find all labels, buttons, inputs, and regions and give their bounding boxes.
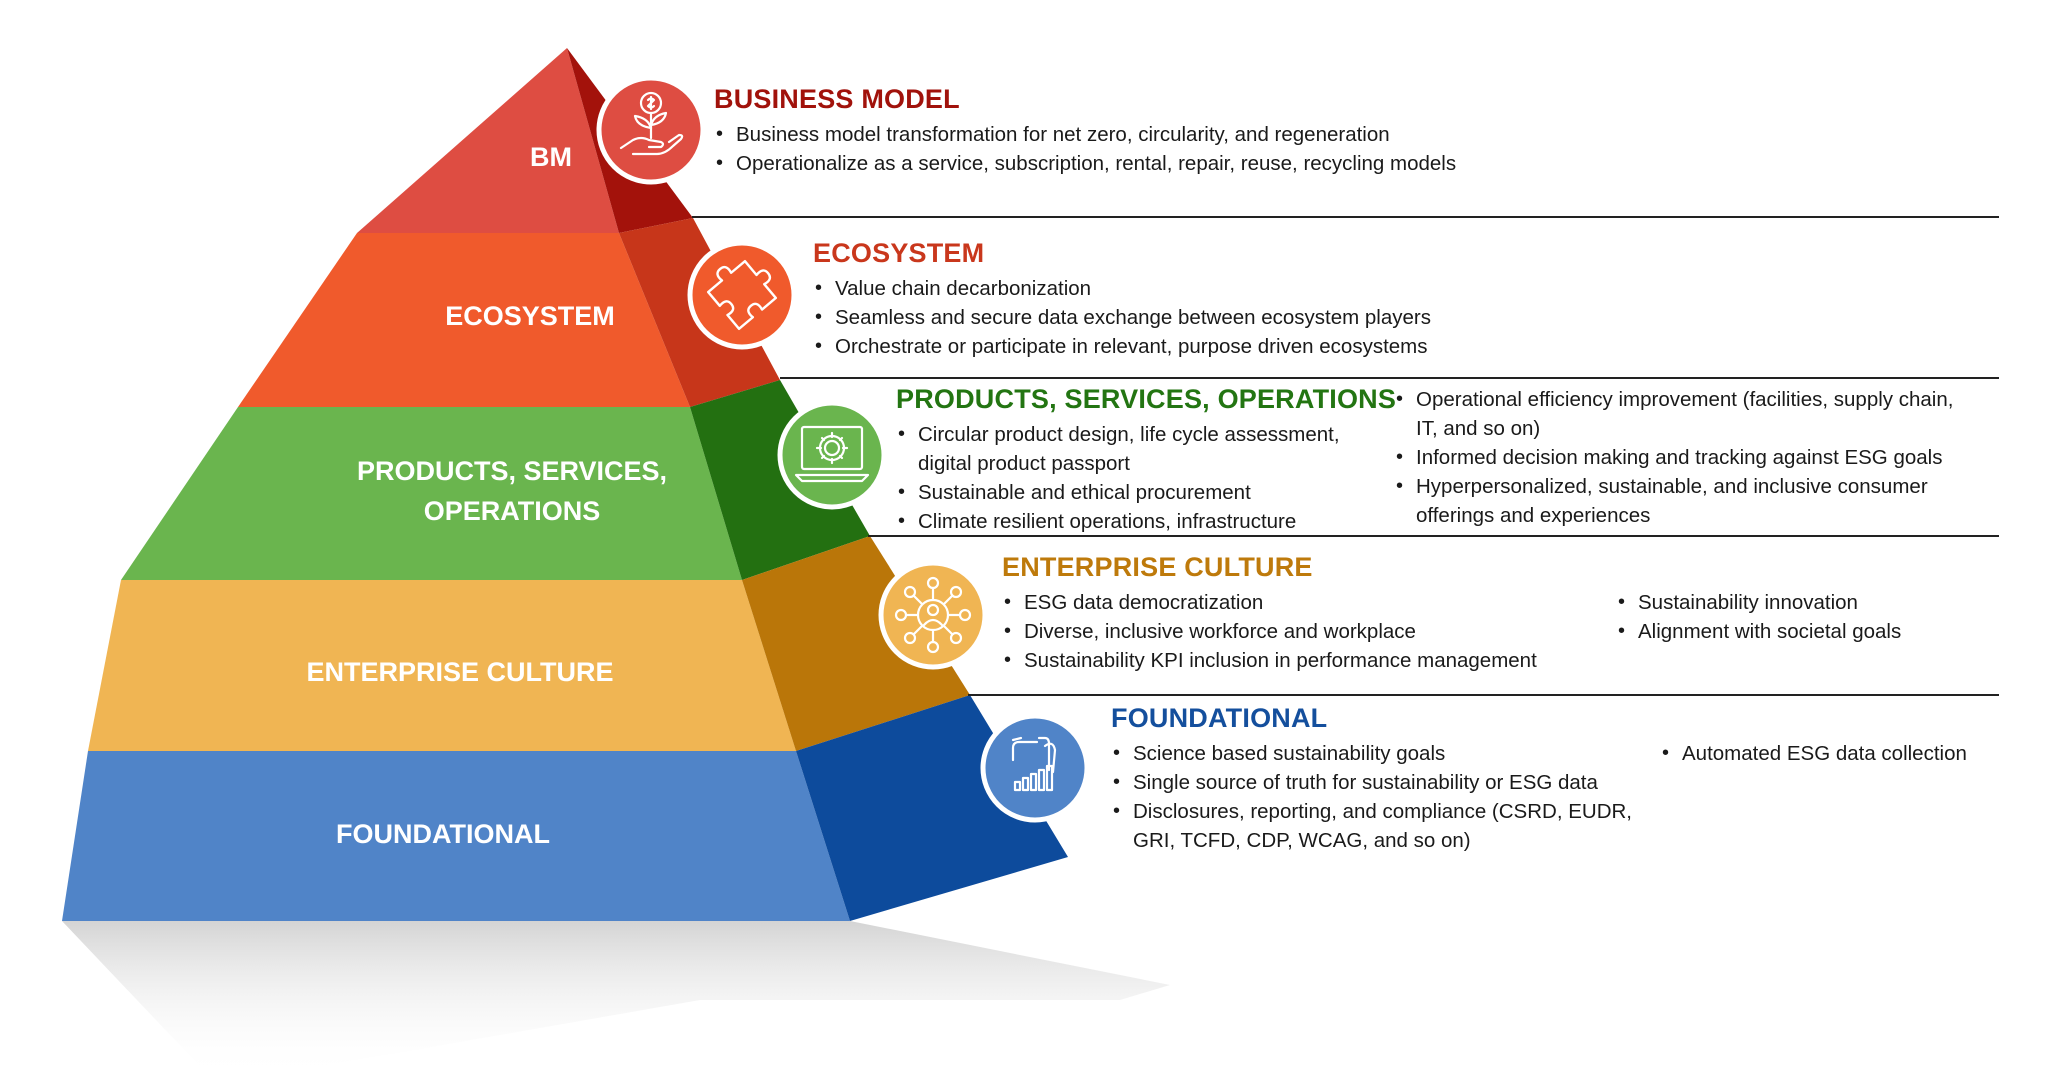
list-item: Sustainable and ethical procurement — [896, 478, 1376, 507]
bullet-list: Business model transformation for net ze… — [714, 120, 1974, 178]
bullet-list: Circular product design, life cycle asse… — [896, 420, 1376, 536]
tier-pso — [121, 380, 870, 580]
list-item: Climate resilient operations, infrastruc… — [896, 507, 1376, 536]
list-item: Operationalize as a service, subscriptio… — [714, 149, 1974, 178]
section-foundational: FOUNDATIONAL Science based sustainabilit… — [1111, 703, 1651, 855]
list-item: Automated ESG data collection — [1660, 739, 2000, 768]
list-item: Disclosures, reporting, and compliance (… — [1111, 797, 1653, 855]
divider-4 — [968, 694, 1999, 696]
bullet-list: ESG data democratization Diverse, inclus… — [1002, 588, 1622, 675]
section-title-business-model: BUSINESS MODEL — [714, 84, 960, 114]
bullet-list: Automated ESG data collection — [1660, 739, 2000, 768]
tier-label-fd: FOUNDATIONAL — [336, 819, 550, 849]
list-item: Diverse, inclusive workforce and workpla… — [1002, 617, 1622, 646]
section-title-products-services-operations: PRODUCTS, SERVICES, OPERATIONS — [896, 384, 1397, 414]
list-item: ESG data democratization — [1002, 588, 1622, 617]
list-item: Sustainability innovation — [1616, 588, 1996, 617]
tier-label-bm: BM — [530, 142, 572, 172]
section-business-model: BUSINESS MODEL Business model transforma… — [714, 84, 1974, 178]
list-item: Hyperpersonalized, sustainable, and incl… — [1394, 472, 1986, 530]
list-item: Orchestrate or participate in relevant, … — [813, 332, 1973, 361]
section-title-foundational: FOUNDATIONAL — [1111, 703, 1328, 733]
section-ecosystem: ECOSYSTEM Value chain decarbonization Se… — [813, 238, 1973, 361]
section-title-ecosystem: ECOSYSTEM — [813, 238, 985, 268]
tier-fd-front — [62, 751, 850, 921]
list-item: Seamless and secure data exchange betwee… — [813, 303, 1973, 332]
section-title-enterprise-culture: ENTERPRISE CULTURE — [1002, 552, 1313, 582]
tier-ec — [88, 536, 970, 751]
puzzle-piece-icon — [687, 240, 797, 350]
bullet-list: Sustainability innovation Alignment with… — [1616, 588, 1996, 646]
pyramid-shadow — [62, 921, 1170, 1077]
list-item: Operational efficiency improvement (faci… — [1394, 385, 1956, 443]
divider-1 — [692, 216, 1999, 218]
list-item: Sustainability KPI inclusion in performa… — [1002, 646, 1622, 675]
tier-ec-front — [88, 580, 796, 751]
list-item: Value chain decarbonization — [813, 274, 1973, 303]
section-products-services-operations-right: Operational efficiency improvement (faci… — [1394, 385, 1994, 530]
laptop-gear-icon — [777, 400, 887, 510]
tier-pso-front — [121, 407, 742, 580]
list-item: Single source of truth for sustainabilit… — [1111, 768, 1651, 797]
section-enterprise-culture: ENTERPRISE CULTURE ESG data democratizat… — [1002, 552, 1622, 675]
tier-label-eco: ECOSYSTEM — [445, 301, 615, 331]
list-item: Business model transformation for net ze… — [714, 120, 1974, 149]
list-item: Alignment with societal goals — [1616, 617, 1996, 646]
money-plant-hand-icon — [596, 75, 706, 185]
bullet-list: Value chain decarbonization Seamless and… — [813, 274, 1973, 361]
divider-3 — [868, 535, 1999, 537]
tier-label-pso-1: PRODUCTS, SERVICES, — [357, 456, 667, 486]
tier-label-ec: ENTERPRISE CULTURE — [306, 657, 613, 687]
tier-pso-side — [690, 380, 870, 580]
list-item: Informed decision making and tracking ag… — [1394, 443, 1994, 472]
tier-ec-side — [742, 536, 970, 751]
divider-2 — [780, 377, 1999, 379]
section-products-services-operations: PRODUCTS, SERVICES, OPERATIONS Circular … — [896, 384, 1397, 536]
bullet-list: Science based sustainability goals Singl… — [1111, 739, 1651, 855]
section-enterprise-culture-right: Sustainability innovation Alignment with… — [1616, 588, 1996, 646]
list-item: Science based sustainability goals — [1111, 739, 1651, 768]
tier-label-pso-2: OPERATIONS — [424, 496, 601, 526]
hand-growth-chart-icon — [980, 713, 1090, 823]
tier-eco-front — [238, 233, 690, 407]
people-network-icon — [878, 560, 988, 670]
section-foundational-right: Automated ESG data collection — [1660, 739, 2000, 768]
tier-bm-front — [357, 48, 619, 233]
bullet-list: Operational efficiency improvement (faci… — [1394, 385, 1994, 530]
list-item: Circular product design, life cycle asse… — [896, 420, 1376, 478]
